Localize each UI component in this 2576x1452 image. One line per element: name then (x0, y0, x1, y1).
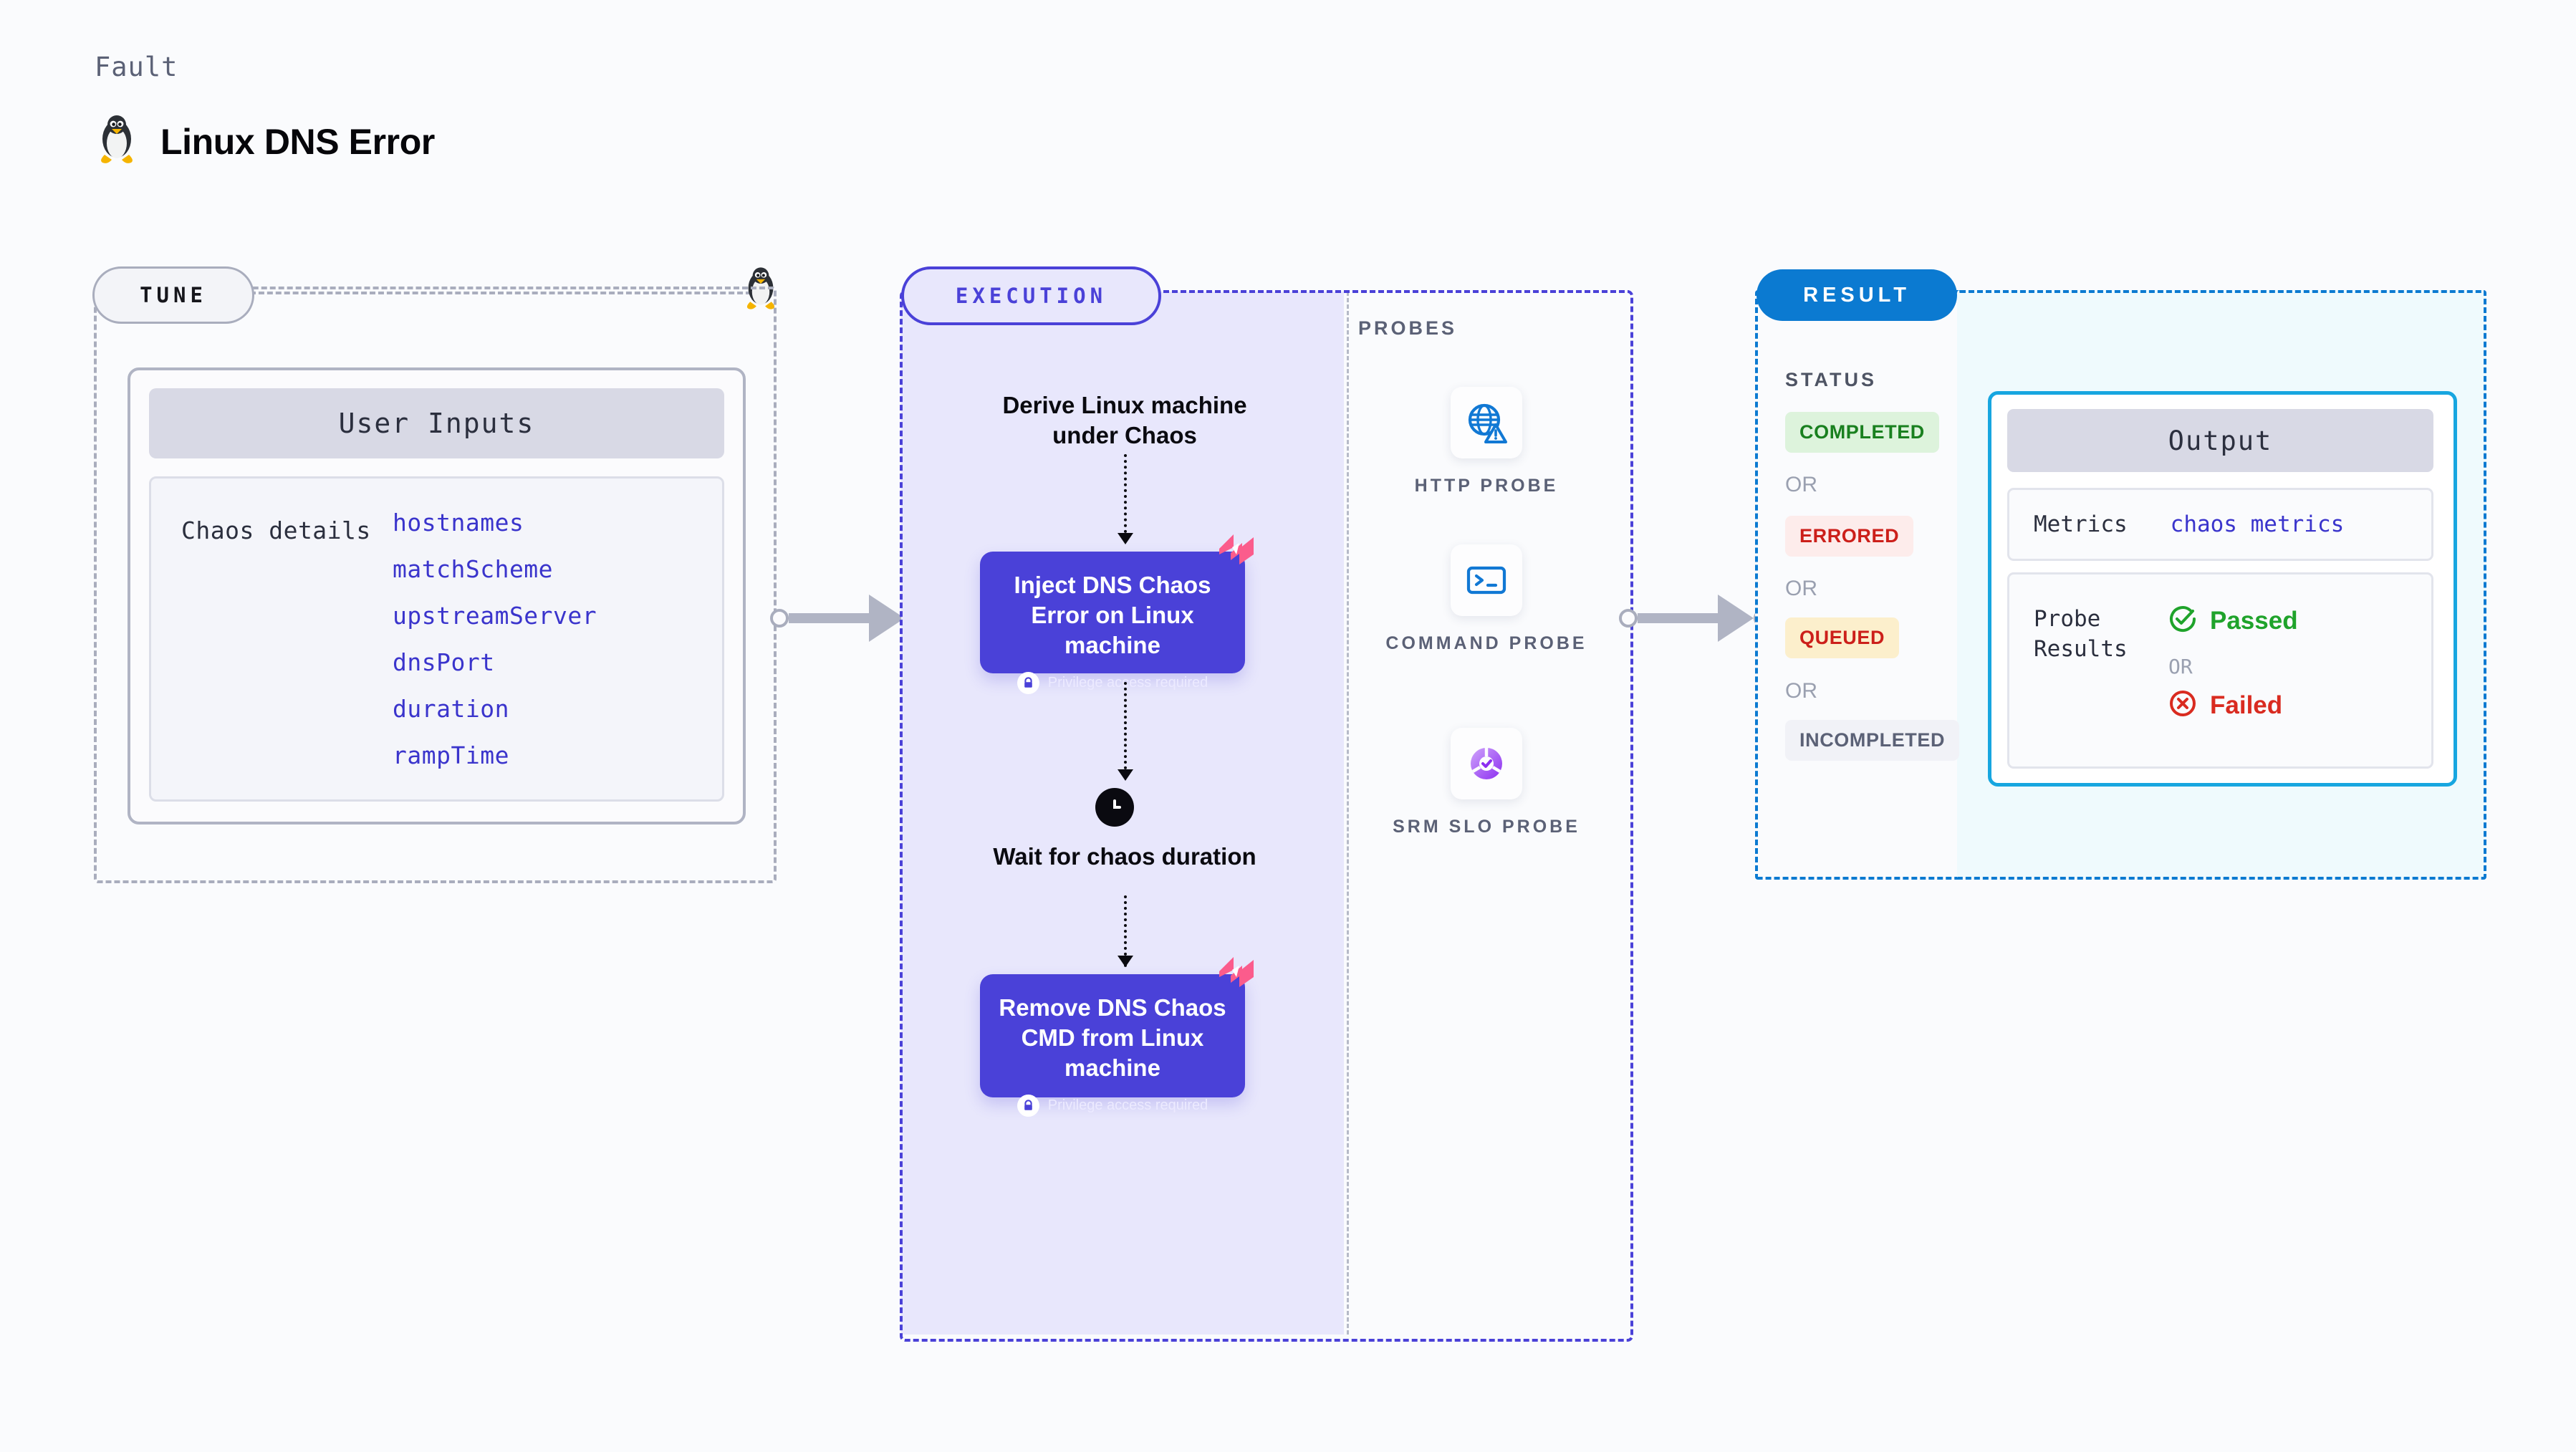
probe-srm-slo[interactable]: SRM SLO PROBE (1379, 728, 1594, 839)
failed-label: Failed (2210, 691, 2283, 719)
terminal-icon (1451, 544, 1522, 616)
flow-arrow-3-head (1118, 956, 1133, 967)
lock-icon (1017, 671, 1039, 694)
status-or-3: OR (1785, 679, 1817, 703)
connector-arrow-head (869, 595, 905, 642)
user-inputs-card: User Inputs Chaos details hostnames matc… (128, 367, 746, 824)
probe-command[interactable]: COMMAND PROBE (1379, 544, 1594, 655)
status-label: STATUS (1785, 369, 1877, 390)
step-inject-box[interactable]: Inject DNS Chaos Error on Linux machine … (980, 534, 1254, 694)
status-or-1: OR (1785, 473, 1817, 496)
input-matchscheme[interactable]: matchScheme (393, 555, 554, 583)
result-section-pill[interactable]: RESULT (1756, 269, 1957, 321)
probes-section-label: PROBES (1358, 317, 1458, 339)
chaos-input-list: hostnames matchScheme upstreamServer dns… (393, 509, 597, 769)
passed-label: Passed (2210, 606, 2298, 635)
step-remove-note-row: Privilege access required (980, 1094, 1245, 1117)
page-title: Linux DNS Error (160, 121, 435, 162)
tune-top-connector (250, 292, 751, 294)
step-remove-box[interactable]: Remove DNS Chaos CMD from Linux machine … (980, 957, 1254, 1117)
connector-bar (1638, 613, 1718, 623)
user-inputs-title: User Inputs (149, 388, 724, 458)
lock-icon (1017, 1094, 1039, 1117)
step-inject-note-row: Privilege access required (980, 671, 1245, 694)
x-circle-icon (2168, 689, 2197, 721)
input-upstreamserver[interactable]: upstreamServer (393, 602, 597, 630)
status-badge-errored: ERRORED (1785, 516, 1914, 557)
input-hostnames[interactable]: hostnames (393, 509, 524, 537)
input-dnsport[interactable]: dnsPort (393, 648, 495, 676)
execution-section-pill[interactable]: EXECUTION (901, 266, 1161, 325)
tune-section-pill[interactable]: TUNE (92, 266, 254, 324)
harness-flag-icon (1218, 533, 1255, 566)
probe-result-or: OR (2168, 655, 2193, 678)
metrics-value[interactable]: chaos metrics (2170, 511, 2345, 537)
check-circle-icon (2168, 605, 2197, 637)
step-wait-label: Wait for chaos duration (993, 843, 1256, 870)
user-inputs-body: Chaos details hostnames matchScheme upst… (149, 476, 724, 802)
status-badge-completed: COMPLETED (1785, 412, 1939, 453)
flow-arrow-2 (1124, 682, 1127, 769)
clock-icon (1095, 788, 1134, 827)
input-ramptime[interactable]: rampTime (393, 741, 509, 769)
page-kicker: Fault (95, 52, 178, 82)
connector-start-dot (1619, 609, 1638, 628)
flow-arrow-1-head (1118, 533, 1133, 544)
flow-arrow-1 (1124, 454, 1127, 533)
connector-bar (789, 613, 869, 623)
probe-http[interactable]: HTTP PROBE (1379, 387, 1594, 498)
status-or-2: OR (1785, 577, 1817, 600)
harness-flag-icon (1218, 956, 1255, 989)
probe-result-failed: Failed (2168, 689, 2282, 721)
step-derive-label: Derive Linux machine under Chaos (1002, 392, 1247, 449)
probe-command-label: COMMAND PROBE (1385, 633, 1587, 653)
probes-background (1347, 292, 1628, 1335)
probe-result-passed: Passed (2168, 605, 2298, 637)
connector-arrow-head (1718, 595, 1754, 642)
output-card-title: Output (2007, 409, 2433, 472)
tune-panel (94, 287, 777, 883)
flow-arrow-3 (1124, 895, 1127, 967)
step-inject-title: Inject DNS Chaos Error on Linux machine (1014, 572, 1211, 658)
page-title-row: Linux DNS Error (95, 115, 435, 168)
status-badge-queued: QUEUED (1785, 617, 1900, 658)
step-remove-note: Privilege access required (1047, 1097, 1208, 1113)
slo-donut-check-icon (1451, 728, 1522, 799)
execution-panel (900, 290, 1633, 1342)
output-metrics-row: Metrics chaos metrics (2007, 488, 2433, 561)
metrics-key: Metrics (2034, 511, 2128, 537)
connector-execution-to-result (1619, 595, 1772, 642)
status-badge-incompleted: INCOMPLETED (1785, 720, 1960, 761)
chaos-details-label: Chaos details (181, 516, 371, 544)
globe-warning-icon (1451, 387, 1522, 458)
flow-arrow-2-head (1118, 769, 1133, 781)
step-remove-title: Remove DNS Chaos CMD from Linux machine (999, 994, 1226, 1081)
probe-srm-slo-label: SRM SLO PROBE (1393, 817, 1580, 837)
connector-start-dot (770, 609, 789, 628)
linux-penguin-icon (95, 115, 139, 168)
input-duration[interactable]: duration (393, 695, 509, 723)
probe-http-label: HTTP PROBE (1414, 476, 1559, 496)
step-inject-note: Privilege access required (1047, 674, 1208, 691)
